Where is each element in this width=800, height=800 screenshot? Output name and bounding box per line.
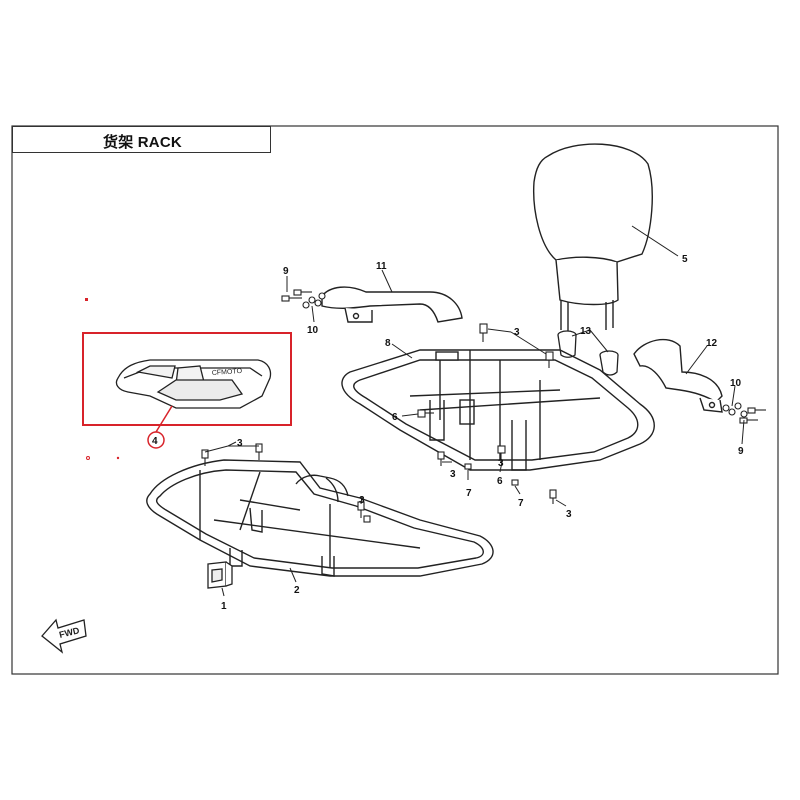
callout-8: 8 [385, 338, 391, 349]
callout-3: 3 [359, 495, 365, 506]
part-11-left-handle[interactable] [321, 286, 463, 323]
part-5-backrest[interactable] [532, 143, 653, 332]
callout-5: 5 [682, 254, 688, 265]
hardware-fasteners [201, 289, 766, 523]
callout-3: 3 [237, 438, 243, 449]
callout-9: 9 [738, 446, 744, 457]
callout-10: 10 [307, 325, 319, 336]
part-2-front-rack[interactable] [146, 459, 494, 577]
part-1-bracket[interactable] [207, 561, 233, 589]
page-title: 货架 RACK [103, 134, 182, 151]
callout-4: 4 [152, 436, 158, 447]
callout-numbers: 1 2 3 3 3 3 3 3 4 5 6 6 7 7 8 9 9 10 10 … [152, 254, 744, 612]
highlight-box [82, 332, 292, 426]
highlight-marker [85, 298, 88, 301]
callout-2: 2 [294, 585, 300, 596]
callout-7: 7 [466, 488, 472, 499]
callout-1: 1 [221, 601, 227, 612]
part-4-rack-pad[interactable]: CFMOTO [115, 359, 272, 409]
part-12-right-handle[interactable] [633, 338, 723, 413]
callout-3: 3 [498, 458, 504, 469]
callout-9: 9 [283, 266, 289, 277]
highlight-marker [86, 456, 90, 460]
callout-11: 11 [376, 261, 387, 272]
callout-6: 6 [392, 412, 398, 423]
callout-13: 13 [580, 326, 592, 337]
fwd-label: FWD [58, 625, 81, 640]
emblem-text: CFMOTO [212, 368, 243, 377]
fwd-arrow: FWD [41, 618, 87, 654]
callout-3: 3 [566, 509, 572, 520]
leader-lines [204, 225, 745, 597]
callout-6: 6 [497, 476, 503, 487]
callout-3: 3 [514, 327, 520, 338]
callout-10: 10 [730, 378, 742, 389]
callout-12: 12 [706, 338, 718, 349]
highlight-marker [116, 456, 120, 460]
callout-3: 3 [450, 469, 456, 480]
diagram-frame [11, 125, 779, 675]
callout-7: 7 [518, 498, 524, 509]
highlight-leader [155, 405, 173, 433]
part-8-rear-rack[interactable] [341, 349, 655, 471]
